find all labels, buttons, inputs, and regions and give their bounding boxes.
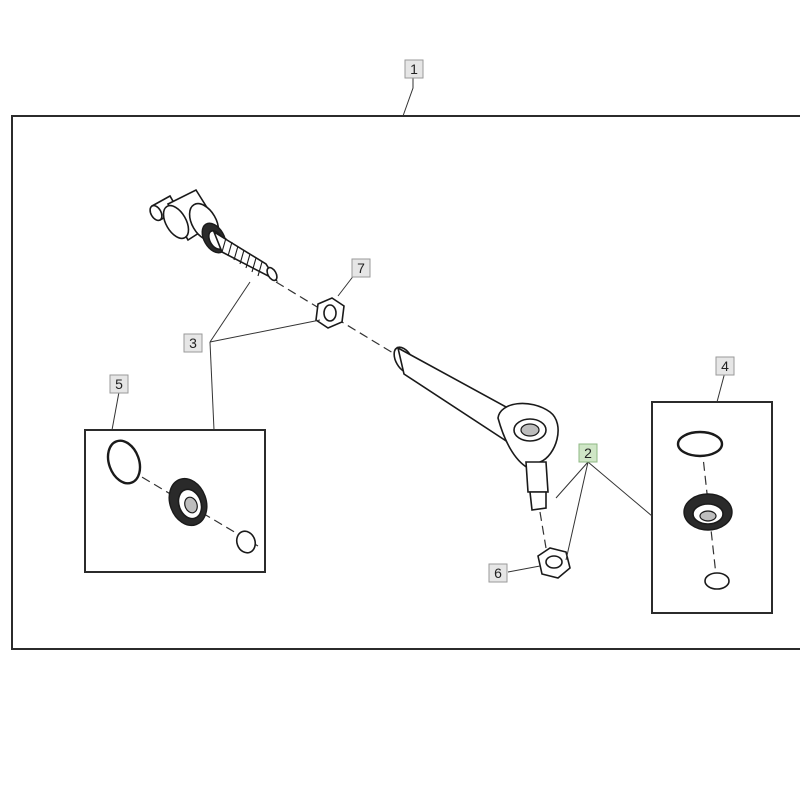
callout-3-text: 3 xyxy=(189,335,197,351)
jam-nut xyxy=(315,297,345,329)
outer-tie-rod-end xyxy=(393,346,559,511)
leader-2 xyxy=(555,461,589,499)
thread-lines xyxy=(221,237,263,277)
leader-3 xyxy=(209,281,251,343)
leader-6 xyxy=(507,565,541,573)
callout-4-text: 4 xyxy=(721,358,729,374)
callout-2: 2 xyxy=(578,443,598,463)
assembly-frame xyxy=(11,115,800,650)
callout-1: 1 xyxy=(404,59,424,79)
callout-1-text: 1 xyxy=(410,61,418,77)
inner-tie-rod xyxy=(149,188,279,283)
callout-2-text: 2 xyxy=(584,445,592,461)
leader-5 xyxy=(111,391,120,431)
leader-1 xyxy=(402,78,414,117)
kit-4-parts xyxy=(676,430,733,590)
callout-4: 4 xyxy=(715,356,735,376)
stud-axis xyxy=(539,511,547,549)
callout-7: 7 xyxy=(351,258,371,278)
callout-5: 5 xyxy=(109,374,129,394)
kit-5-parts xyxy=(106,439,257,554)
callout-7-text: 7 xyxy=(357,260,365,276)
callout-5-text: 5 xyxy=(115,376,123,392)
callout-6: 6 xyxy=(488,563,508,583)
stud-nut xyxy=(537,547,571,579)
callout-6-text: 6 xyxy=(494,565,502,581)
leader-4 xyxy=(716,371,726,403)
callout-3: 3 xyxy=(183,333,203,353)
